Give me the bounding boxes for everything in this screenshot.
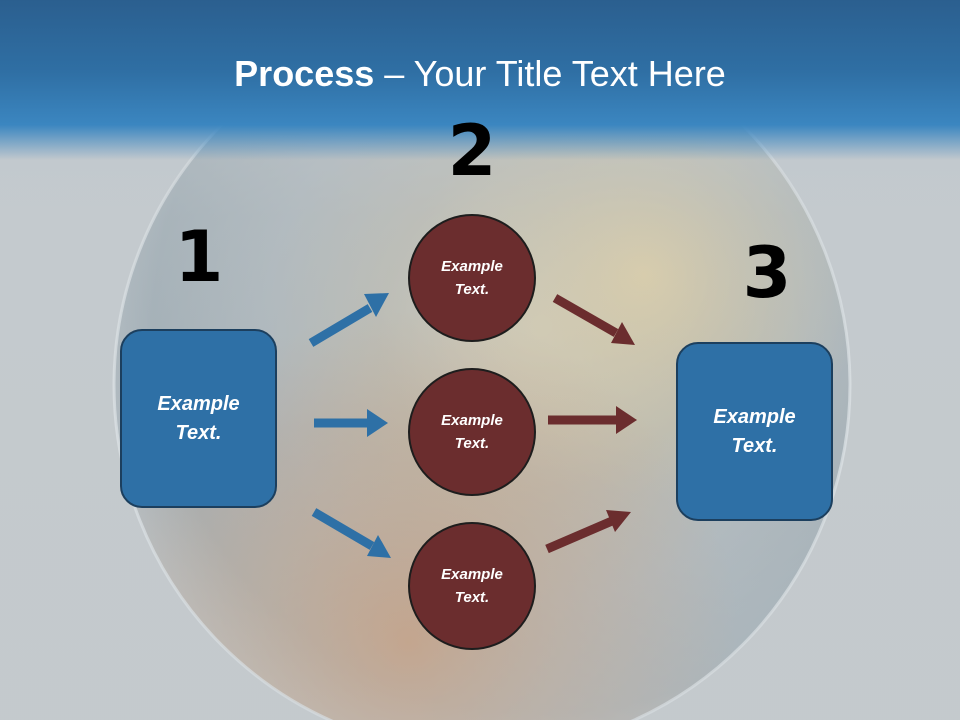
process-box-left[interactable]: Example Text.: [120, 329, 277, 508]
arrow-left-to-middle: [314, 409, 388, 437]
process-box-right[interactable]: Example Text.: [676, 342, 833, 521]
title-bar: [0, 0, 960, 160]
slide-title-rest: – Your Title Text Here: [374, 53, 726, 94]
process-circle-top-text: Example Text.: [441, 258, 503, 298]
slide-title: Process – Your Title Text Here: [0, 52, 960, 96]
process-circle-middle-text: Example Text.: [441, 412, 503, 452]
arrow-left-to-top: [308, 293, 389, 347]
process-circle-bottom-text: Example Text.: [441, 566, 503, 606]
process-box-left-text: Example Text.: [157, 392, 240, 444]
arrow-middle-to-right: [548, 406, 637, 434]
step-number-2: 2: [447, 110, 497, 192]
slide-title-bold: Process: [234, 53, 375, 94]
process-box-right-text: Example Text.: [713, 405, 796, 457]
step-number-3: 3: [742, 232, 792, 314]
arrow-top-to-right: [552, 294, 635, 345]
process-circle-middle[interactable]: Example Text.: [408, 368, 536, 496]
process-circle-top[interactable]: Example Text.: [408, 214, 536, 342]
step-number-1: 1: [174, 216, 224, 298]
arrow-left-to-bottom: [311, 508, 391, 558]
process-circle-bottom[interactable]: Example Text.: [408, 522, 536, 650]
arrow-bottom-to-right: [545, 510, 631, 554]
